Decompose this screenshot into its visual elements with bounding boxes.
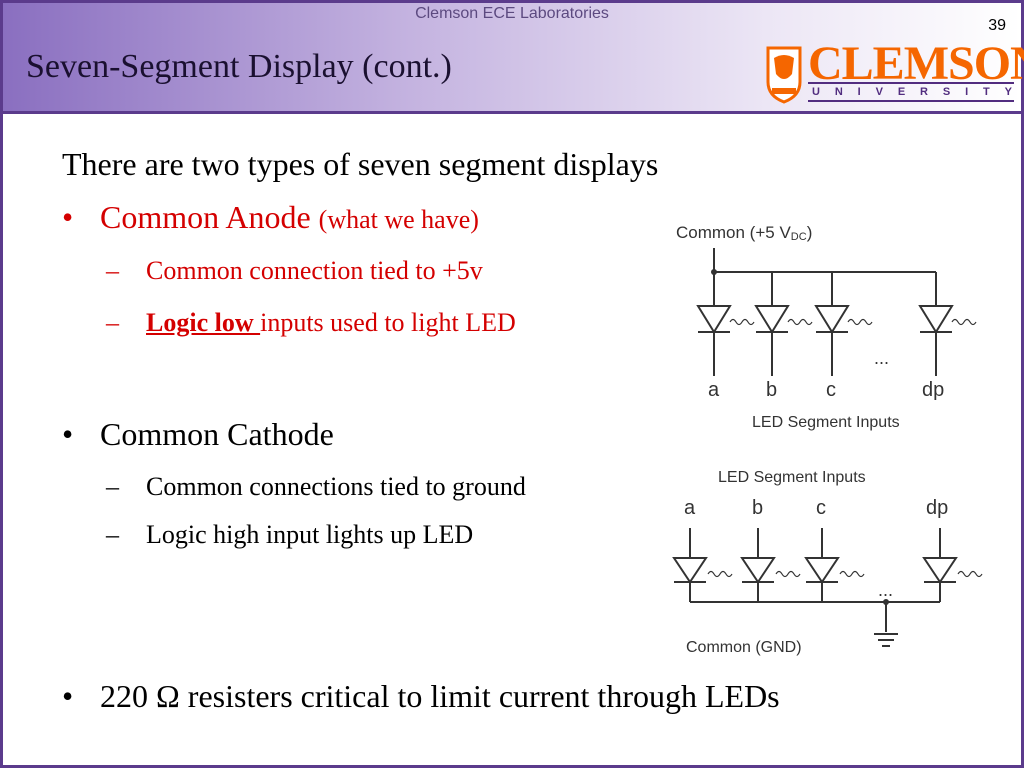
cathode-label: Common Cathode [100, 416, 334, 452]
cathode-seg-a: a [684, 497, 696, 519]
cathode-sub-2: –Logic high input lights up LED [106, 520, 473, 550]
cathode-sub-1-text: Common connections tied to ground [146, 472, 526, 501]
logo-letter: V [875, 86, 883, 98]
anode-seg-c: c [826, 379, 836, 401]
anode-common-label: Common (+5 VDC) [676, 223, 812, 243]
bullet-dot: • [62, 416, 74, 452]
logo-rule [808, 100, 1014, 102]
ground-icon [874, 633, 898, 647]
bullet-dot: • [62, 678, 74, 714]
anode-sub-2-text: inputs used to light LED [260, 308, 516, 337]
logo-letter: I [965, 86, 969, 98]
logo-letter: S [942, 86, 951, 98]
cathode-common-label: Common (GND) [686, 639, 802, 656]
dash: – [106, 256, 119, 285]
intro-text: There are two types of seven segment dis… [62, 146, 659, 182]
cathode-diode-a [672, 528, 733, 602]
cathode-seg-c: c [816, 497, 826, 519]
anode-label: Common Anode [100, 199, 311, 235]
bullet-resistor: • 220 Ω resisters critical to limit curre… [62, 678, 780, 715]
bullet-dot: • [62, 199, 74, 235]
logo-letter: N [834, 86, 843, 98]
anode-sub-1-text: Common connection tied to +5v [146, 256, 483, 285]
cathode-seg-b: b [752, 497, 763, 519]
anode-seg-a: a [708, 379, 720, 401]
logo-subtitle: U N I V E R S I T Y [812, 86, 1012, 98]
logo-letter: E [897, 86, 906, 98]
bullet-common-anode: • Common Anode (what we have) [62, 199, 479, 236]
dash: – [106, 472, 119, 501]
slide-title: Seven-Segment Display (cont.) [26, 48, 452, 85]
lab-title: Clemson ECE Laboratories [415, 5, 609, 22]
cathode-diode-b [740, 528, 801, 602]
cathode-caption: LED Segment Inputs [718, 469, 866, 486]
anode-ellipsis: ... [874, 348, 889, 368]
cathode-sub-2-text: Logic high input lights up LED [146, 520, 474, 549]
dash: – [106, 308, 119, 337]
cathode-seg-dp: dp [926, 497, 948, 519]
cathode-sub-1: –Common connections tied to ground [106, 472, 526, 502]
led-diode-a [696, 272, 755, 376]
cathode-diode-c [804, 528, 865, 602]
tiger-shield-icon [766, 46, 802, 104]
logo-letter: R [920, 86, 928, 98]
anode-seg-dp: dp [922, 379, 944, 401]
page-number: 39 [988, 17, 1006, 34]
logo-letter: U [812, 86, 820, 98]
slide-header [3, 3, 1021, 114]
anode-sub-2: –Logic low inputs used to light LED [106, 308, 516, 338]
led-diode-b [754, 272, 813, 376]
logo-letter: T [983, 86, 990, 98]
cathode-ellipsis: ... [878, 580, 893, 600]
led-diode-dp [918, 272, 977, 376]
anode-note: (what we have) [318, 205, 479, 234]
logic-low-text: Logic low [146, 308, 261, 337]
logo-wordmark: CLEMSON [808, 37, 1024, 90]
resistor-text: 220 Ω resisters critical to limit curren… [100, 678, 780, 714]
clemson-logo: CLEMSON U N I V E R S I T Y [764, 37, 1024, 104]
logo-rule [808, 82, 1014, 84]
anode-caption: LED Segment Inputs [752, 414, 900, 431]
bullet-common-cathode: • Common Cathode [62, 416, 334, 453]
cathode-diode-dp [922, 528, 983, 602]
led-diode-c [814, 272, 873, 376]
anode-seg-b: b [766, 379, 777, 401]
dash: – [106, 520, 119, 549]
anode-sub-1: –Common connection tied to +5v [106, 256, 483, 286]
common-anode-diagram: Common (+5 VDC) ... a b c dp LED Segment… [676, 223, 977, 431]
logo-letter: Y [1004, 86, 1012, 98]
logo-letter: I [857, 86, 861, 98]
common-cathode-diagram: LED Segment Inputs a b c dp ... Co [672, 469, 983, 656]
